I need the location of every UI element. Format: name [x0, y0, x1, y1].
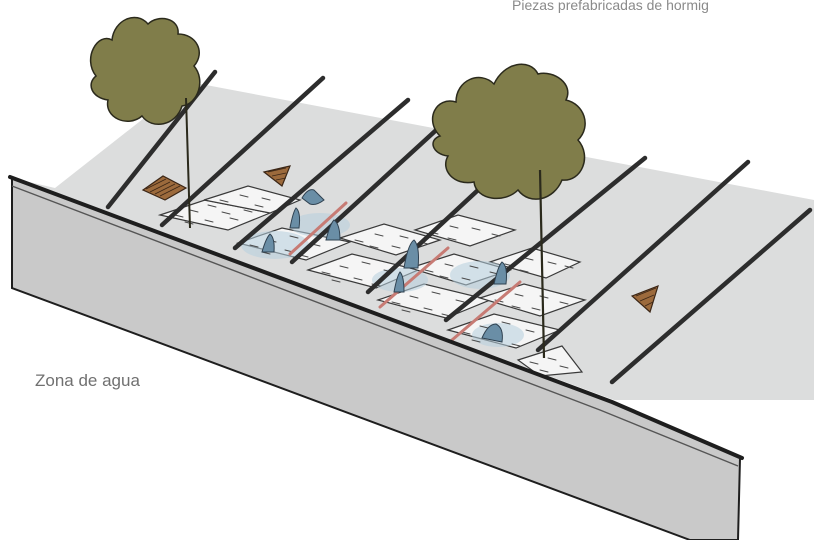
precast-pieces-label: Piezas prefabricadas de hormig	[512, 0, 709, 13]
tree-icon	[433, 64, 586, 199]
water-zone-label: Zona de agua	[35, 371, 140, 391]
